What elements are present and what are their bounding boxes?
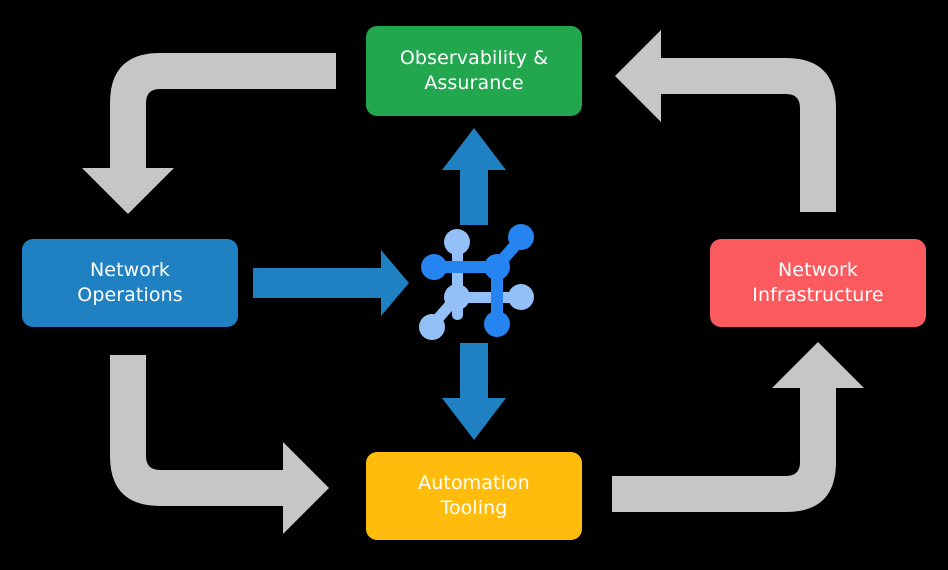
connector-infrastructure-to-observability [615,30,836,212]
node-observability-label: Observability & Assurance [399,46,549,94]
connector-automation-to-infrastructure [612,342,864,512]
node-operations-label: Network Operations [77,258,183,306]
connector-operations-to-center [253,250,409,316]
node-infrastructure-label: Network Infrastructure [752,258,884,306]
node-automation-label: Automation Tooling [418,471,530,519]
connector-operations-to-automation [110,355,329,534]
node-network-infrastructure[interactable]: Network Infrastructure [710,239,926,327]
connector-observability-to-operations [82,53,336,214]
node-automation-tooling[interactable]: Automation Tooling [366,452,582,540]
network-icon-nodes [419,224,534,340]
node-observability-assurance[interactable]: Observability & Assurance [366,26,582,116]
connector-center-to-observability [442,128,506,225]
node-network-operations[interactable]: Network Operations [22,239,238,327]
connector-center-to-automation [442,343,506,440]
